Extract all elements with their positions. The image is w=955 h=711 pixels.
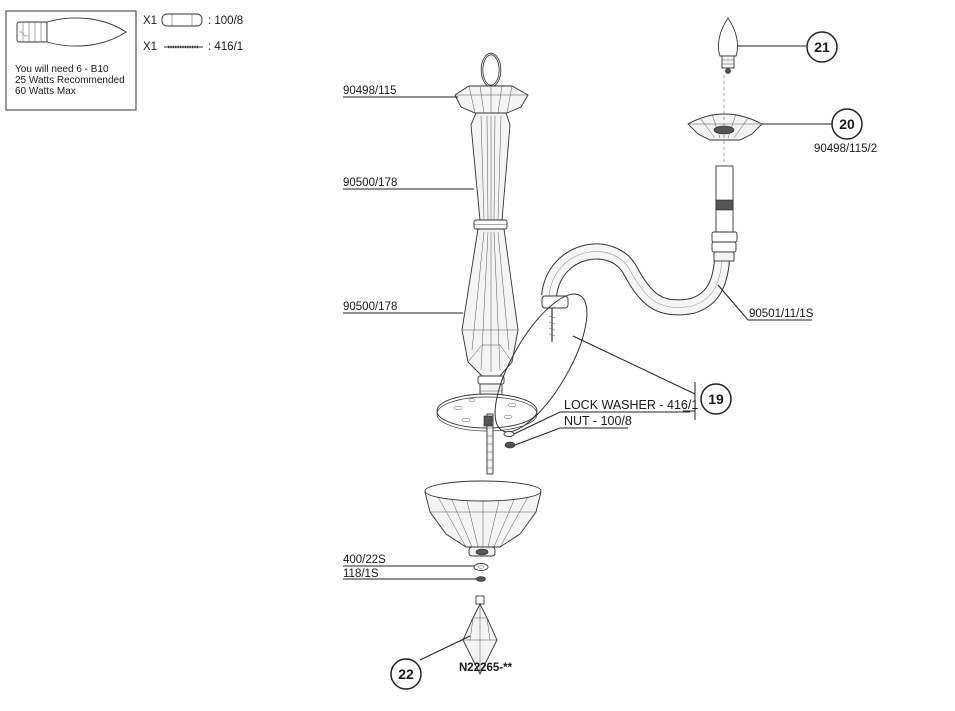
curved-arm bbox=[541, 241, 737, 316]
bottom-washer bbox=[473, 563, 489, 571]
leader-lines bbox=[343, 45, 832, 661]
callout-19: 19 bbox=[700, 383, 732, 415]
callout-22-number: 22 bbox=[398, 666, 414, 682]
plate-nut bbox=[504, 441, 516, 449]
label-bottom-nut: 118/1S bbox=[343, 568, 379, 580]
socket bbox=[711, 165, 738, 243]
nut-icon bbox=[161, 13, 203, 27]
bulb-recommended-text: 25 Watts Recommended bbox=[15, 75, 125, 86]
top-cap bbox=[454, 85, 529, 114]
bulb-max-text: 60 Watts Max bbox=[15, 86, 76, 97]
callout-21-number: 21 bbox=[814, 39, 830, 55]
bulb-need-text: You will need 6 - B10 bbox=[15, 64, 109, 75]
crystal-pendant bbox=[462, 595, 498, 676]
hardware-legend: X1 : 100/8 X1 : 416/1 bbox=[143, 13, 243, 53]
label-arm: 90501/11/1S bbox=[749, 308, 814, 320]
callout-20-number: 20 bbox=[839, 116, 855, 132]
hardware-code-2: : 416/1 bbox=[208, 41, 243, 53]
label-stem-lower: 90500/178 bbox=[343, 301, 397, 313]
label-lock-washer: LOCK WASHER - 416/1 bbox=[564, 398, 698, 412]
threaded-rod bbox=[483, 413, 494, 475]
callout-20: 20 bbox=[831, 108, 863, 140]
callout-19-number: 19 bbox=[708, 391, 724, 407]
bowl bbox=[424, 480, 542, 557]
bottom-nut bbox=[476, 576, 486, 582]
lock-washer bbox=[503, 431, 515, 437]
lower-stem bbox=[461, 228, 519, 399]
hardware-qty-1: X1 bbox=[143, 15, 157, 27]
upper-stem bbox=[470, 112, 511, 230]
label-stem-upper: 90500/178 bbox=[343, 177, 397, 189]
bobeche-cup bbox=[687, 113, 763, 141]
label-cup-code: 90498/115/2 bbox=[814, 143, 877, 155]
candle-bulb bbox=[717, 17, 739, 74]
detail-ellipse bbox=[494, 293, 588, 433]
label-nut: NUT - 100/8 bbox=[564, 414, 632, 428]
bulb-info-box: You will need 6 - B10 25 Watts Recommend… bbox=[5, 10, 137, 111]
candle-bulb-icon bbox=[16, 17, 127, 47]
callout-21: 21 bbox=[806, 31, 838, 63]
hardware-qty-2: X1 bbox=[143, 41, 157, 53]
hardware-code-1: : 100/8 bbox=[208, 15, 243, 27]
label-crystal: N22265-** bbox=[459, 662, 513, 674]
label-top-cap: 90498/115 bbox=[343, 85, 397, 97]
top-loop bbox=[480, 52, 502, 88]
callout-22: 22 bbox=[390, 658, 422, 690]
label-bottom-washer: 400/22S bbox=[343, 554, 386, 566]
